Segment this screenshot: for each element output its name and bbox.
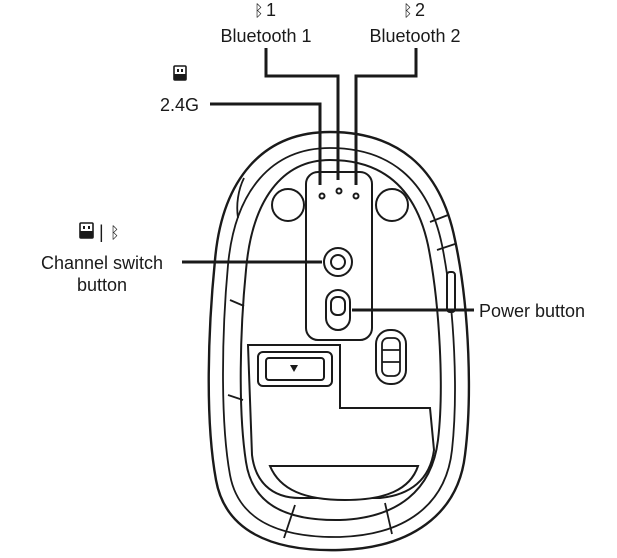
receiver-24g-label: 2.4G	[160, 95, 199, 115]
bottom-grip-pad	[268, 465, 420, 502]
mouse-body	[207, 130, 471, 552]
glide-foot-left	[271, 188, 305, 222]
label-group-power: Power button	[479, 301, 585, 321]
bluetooth2-number: 2	[415, 0, 425, 20]
channel-switch-button-inner	[330, 254, 346, 270]
callout-lines	[182, 48, 474, 312]
callout-bluetooth2	[354, 48, 418, 185]
led-bluetooth2	[352, 192, 360, 200]
mouse-side-seam-right	[429, 214, 449, 223]
mouse-bottom-seam-left	[283, 504, 296, 539]
bluetooth-icon: ᛒ	[254, 1, 264, 20]
mouse-side-seam-left	[236, 177, 245, 219]
label-group-channel-switch: | ᛒ Channel switch button	[41, 222, 163, 295]
label-group-24g: 2.4G	[160, 65, 199, 115]
bluetooth1-label: Bluetooth 1	[220, 26, 311, 46]
optical-sensor	[375, 329, 407, 385]
mouse-side-button	[446, 271, 456, 313]
usb-receiver-icon	[79, 222, 94, 239]
callout-24g	[210, 102, 322, 185]
mouse-side-seam-left-low	[229, 299, 245, 307]
glide-foot-right	[375, 188, 409, 222]
eject-arrow-icon	[290, 365, 298, 372]
bluetooth1-number: 1	[266, 0, 276, 20]
channel-switch-label-line1: Channel switch	[41, 253, 163, 273]
mouse-shell-contour	[222, 147, 456, 538]
power-button-label: Power button	[479, 301, 585, 321]
label-group-bluetooth1: ᛒ 1 Bluetooth 1	[220, 0, 311, 46]
channel-switch-label-line2: button	[77, 275, 127, 295]
bluetooth-icon: ᛒ	[403, 1, 413, 20]
channel-separator: |	[99, 222, 104, 242]
power-switch-knob	[330, 296, 346, 316]
led-bluetooth1	[335, 187, 343, 195]
mouse-side-seam-left-low-2	[227, 394, 244, 401]
callout-bluetooth1	[264, 48, 340, 180]
label-group-bluetooth2: ᛒ 2 Bluetooth 2	[369, 0, 460, 46]
bluetooth-icon: ᛒ	[110, 223, 120, 242]
optical-sensor-lens	[381, 337, 401, 377]
bluetooth2-label: Bluetooth 2	[369, 26, 460, 46]
usb-receiver-icon	[173, 65, 187, 81]
mouse-bottom-seam-right	[384, 502, 393, 535]
led-24g	[318, 192, 326, 200]
mouse-side-seam-right-2	[436, 243, 456, 251]
